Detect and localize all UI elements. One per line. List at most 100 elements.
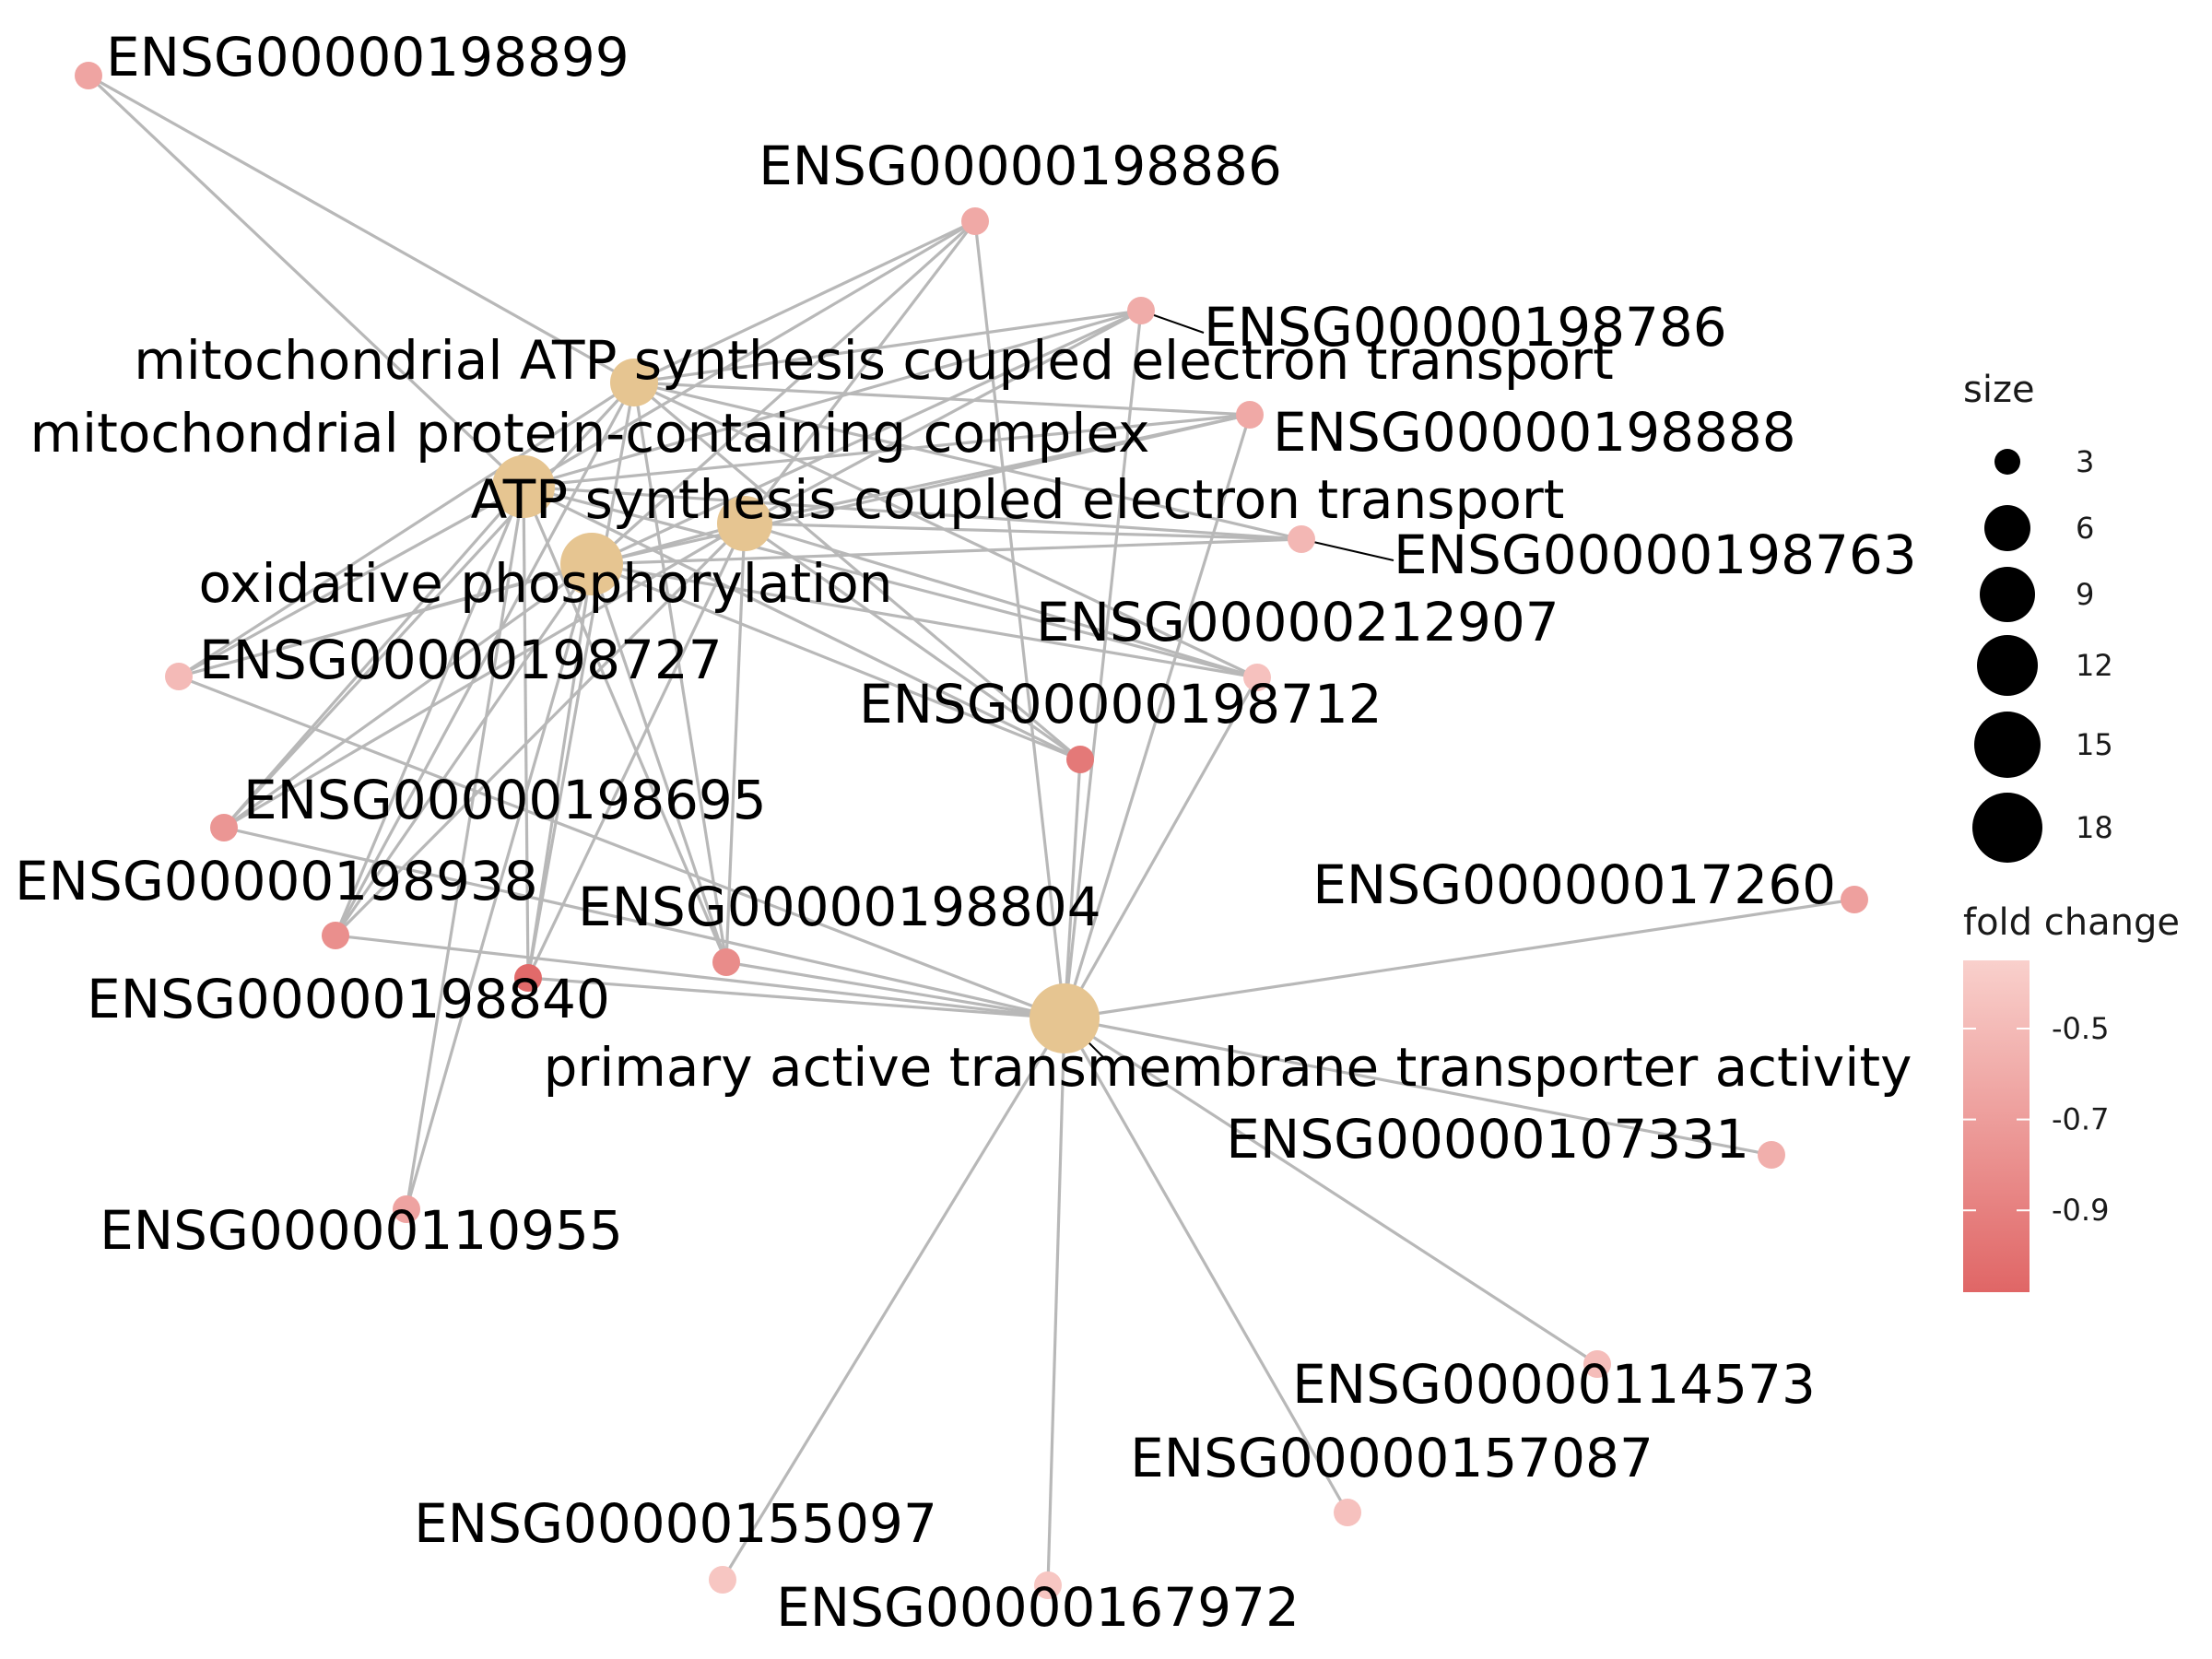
gene-label: ENSG00000198695 [243, 769, 767, 831]
colorbar-tick-label: -0.9 [2052, 1193, 2109, 1228]
edge-t5-g8 [1063, 759, 1082, 1019]
gene-node-g1 [75, 62, 102, 89]
gene-label: ENSG00000198840 [87, 968, 610, 1030]
edge-t5-g6 [1063, 677, 1259, 1019]
edge-t5-g11 [725, 960, 1065, 1020]
edge-t2-g5 [523, 485, 1302, 541]
category-node-t1 [610, 359, 658, 406]
edge-t2-g15 [405, 486, 525, 1210]
edge-t3-g10 [334, 522, 747, 937]
edge-t2-g3 [523, 309, 1142, 488]
gene-node-g10 [322, 922, 349, 949]
gene-label: ENSG00000198886 [759, 135, 1282, 197]
colorbar-ticks: -0.5-0.7-0.9 [1963, 1011, 2109, 1228]
edge-t5-g18 [721, 1018, 1066, 1581]
size-legend-value: 15 [2076, 727, 2113, 762]
gene-label: ENSG00000212907 [1036, 591, 1559, 653]
edge-t4-g11 [590, 563, 728, 963]
size-legend-value: 3 [2076, 444, 2094, 479]
edge-t4-g15 [405, 563, 594, 1210]
gene-concept-network: mitochondrial ATP synthesis coupled elec… [15, 26, 1917, 1639]
edge-t5-g4 [1063, 414, 1252, 1019]
edge-t1-g8 [632, 381, 1082, 761]
edge-t4-g8 [591, 562, 1081, 761]
edge-t2-g6 [523, 485, 1258, 679]
gene-label: ENSG00000198888 [1273, 401, 1796, 464]
edge-t5-g7 [178, 675, 1065, 1020]
edge-t4-g10 [334, 563, 594, 936]
category-label: primary active transmembrane transporter… [544, 1036, 1912, 1099]
gene-node-g15 [393, 1195, 420, 1223]
gene-label: ENSG00000155097 [414, 1492, 937, 1555]
gene-node-g8 [1066, 746, 1094, 773]
category-node-t5 [1030, 983, 1100, 1053]
edge-t3-g3 [744, 309, 1142, 525]
edge-t3-g8 [744, 522, 1081, 761]
edges [87, 74, 1855, 1586]
gene-node-g5 [1288, 525, 1315, 553]
size-legend-value: 6 [2076, 511, 2094, 546]
gene-label: ENSG00000198727 [199, 629, 723, 691]
gene-label: ENSG00000167972 [776, 1576, 1300, 1639]
gene-node-g4 [1236, 401, 1264, 429]
gene-node-g3 [1127, 297, 1155, 324]
edge-t2-g7 [178, 485, 524, 678]
edge-t5-g10 [335, 934, 1065, 1020]
edge-t1-g5 [633, 381, 1302, 541]
gene-node-g6 [1243, 664, 1271, 691]
size-legend-dot [1977, 635, 2038, 696]
gene-node-g11 [712, 948, 740, 976]
edge-t1-g12 [526, 382, 636, 979]
edge-t4-g9 [223, 562, 593, 830]
edge-t4-g4 [591, 413, 1251, 566]
gene-label: ENSG00000198804 [578, 876, 1101, 938]
edge-t3-g2 [743, 220, 977, 524]
nodes [75, 62, 1868, 1599]
edge-t5-g19 [1046, 1018, 1066, 1586]
color-legend-title: fold change [1963, 901, 2180, 944]
edge-t4-g2 [590, 219, 977, 566]
edge-t4-g5 [591, 537, 1302, 566]
edge-t5-g12 [527, 976, 1065, 1020]
size-legend-dot [1994, 449, 2020, 475]
edge-t5-g13 [1064, 898, 1855, 1020]
gene-label: ENSG00000157087 [1130, 1427, 1653, 1489]
category-label: mitochondrial ATP synthesis coupled elec… [134, 329, 1613, 392]
node-labels: mitochondrial ATP synthesis coupled elec… [15, 26, 1917, 1639]
gene-node-g7 [165, 663, 193, 690]
colorbar-tick-label: -0.7 [2052, 1102, 2109, 1137]
edge-t1-g11 [632, 382, 728, 963]
gene-node-g13 [1841, 886, 1868, 913]
edge-t1-g9 [222, 381, 636, 830]
edge-t2-g11 [522, 486, 728, 963]
edge-t5-g17 [1063, 1018, 1349, 1513]
gene-node-g14 [1758, 1141, 1785, 1169]
edge-t4-g7 [178, 562, 593, 678]
edge-t1-g4 [633, 381, 1251, 417]
category-label: mitochondrial protein-containing complex [30, 402, 1150, 465]
edge-t5-g14 [1064, 1017, 1772, 1157]
size-legend-value: 12 [2076, 648, 2113, 683]
size-legend-dot [1972, 793, 2042, 863]
category-node-t2 [492, 455, 555, 518]
size-legend-title: size [1963, 369, 2035, 411]
category-label: oxidative phosphorylation [198, 552, 892, 615]
edge-t2-g1 [87, 74, 525, 488]
edge-t3-g12 [526, 523, 747, 979]
edge-t1-g2 [633, 219, 976, 384]
edge-t3-g5 [744, 522, 1302, 541]
edge-t2-g9 [222, 485, 525, 830]
gene-label: ENSG00000107331 [1226, 1108, 1749, 1171]
edge-t4-g12 [526, 563, 594, 979]
gene-label: ENSG00000198899 [106, 26, 629, 88]
gene-label: ENSG00000114573 [1292, 1353, 1816, 1416]
gene-label: ENSG00000198938 [15, 850, 538, 912]
size-legend-dot [1980, 567, 2035, 622]
gene-node-g12 [514, 964, 542, 992]
category-node-t4 [560, 533, 623, 595]
gene-node-g9 [210, 814, 238, 841]
edge-t1-g10 [334, 382, 636, 936]
edge-t2-g8 [523, 485, 1081, 761]
edge-t1-g7 [178, 381, 635, 678]
